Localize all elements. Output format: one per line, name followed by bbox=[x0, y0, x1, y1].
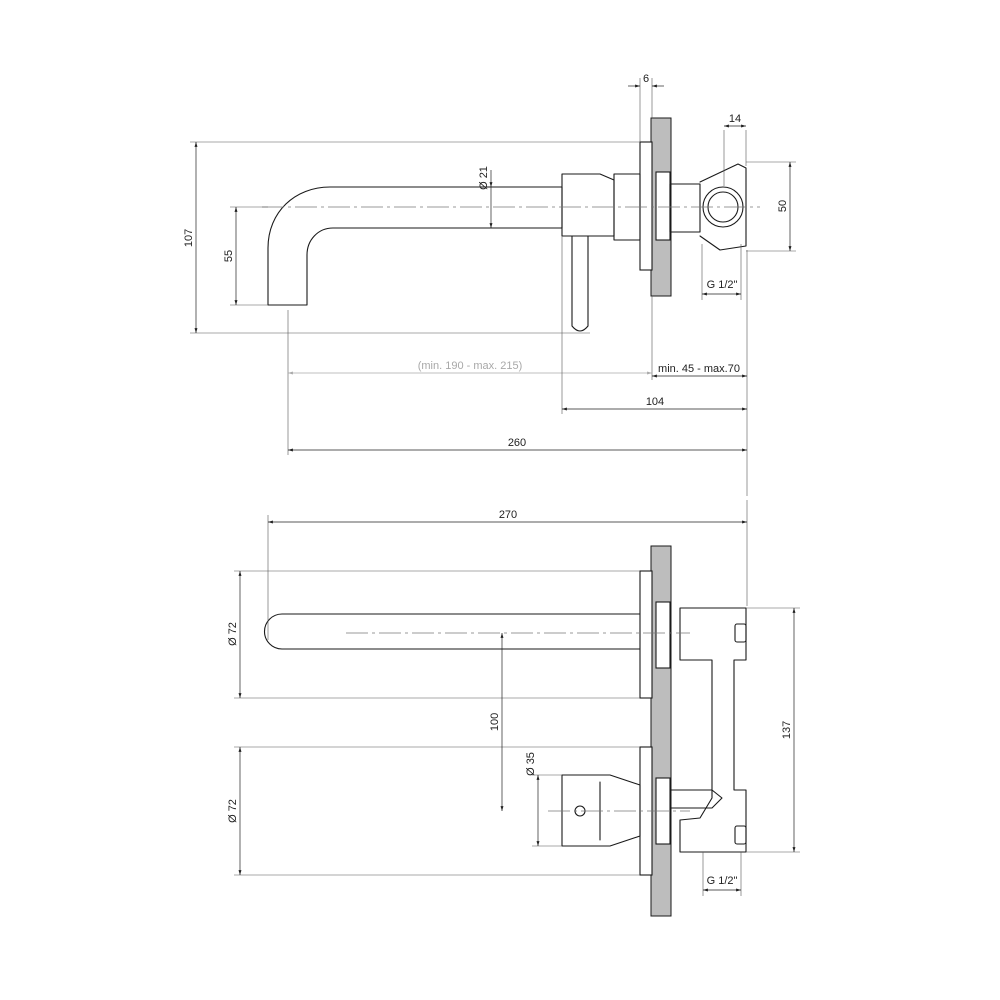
dim-install-depth: min. 45 - max.70 bbox=[658, 363, 740, 375]
dim-body-height: 50 bbox=[777, 200, 789, 212]
dim-handle-diameter: Ø 35 bbox=[525, 752, 537, 776]
mixer-body bbox=[561, 173, 615, 237]
dim-overall-length: 260 bbox=[508, 437, 526, 449]
concealed-body bbox=[669, 183, 701, 233]
lever-handle bbox=[571, 235, 589, 332]
dim-wall-plate: 6 bbox=[643, 73, 649, 85]
rosette-upper bbox=[639, 570, 653, 699]
outlet-port-upper bbox=[734, 623, 747, 643]
dim-projection-range: (min. 190 - max. 215) bbox=[418, 360, 523, 372]
dim-thread-bottom: G 1/2" bbox=[707, 875, 738, 887]
dim-handle-depth: 104 bbox=[646, 396, 664, 408]
handle-front bbox=[561, 774, 641, 847]
dim-body-height-front: 137 bbox=[781, 721, 793, 739]
outlet-port-lower bbox=[734, 825, 747, 845]
spout-top-view bbox=[263, 613, 641, 650]
dim-spout-outlet-height: 55 bbox=[223, 250, 235, 262]
concealed-body-front bbox=[679, 607, 747, 853]
spout-pipe bbox=[267, 186, 563, 306]
dim-overall-width: 270 bbox=[499, 509, 517, 521]
dim-connector-width: 14 bbox=[729, 113, 741, 125]
plate-sleeve bbox=[655, 171, 671, 241]
dim-spout-diameter: Ø 21 bbox=[478, 166, 490, 190]
cartridge-neck bbox=[669, 789, 723, 809]
dim-axis-distance: 100 bbox=[489, 713, 501, 731]
wall-plate bbox=[639, 141, 653, 271]
dim-rosette-upper: Ø 72 bbox=[227, 622, 239, 646]
dim-thread-top: G 1/2" bbox=[707, 279, 738, 291]
dim-rosette-lower: Ø 72 bbox=[227, 799, 239, 823]
dim-total-height: 107 bbox=[183, 229, 195, 247]
front-view: 270 Ø 72 Ø 72 100 Ø 35 137 G 1/2" bbox=[227, 500, 800, 917]
side-view: 6 14 Ø 21 107 55 50 G 1/2" (mi bbox=[183, 73, 796, 496]
rosette-upper-sleeve bbox=[655, 601, 671, 669]
